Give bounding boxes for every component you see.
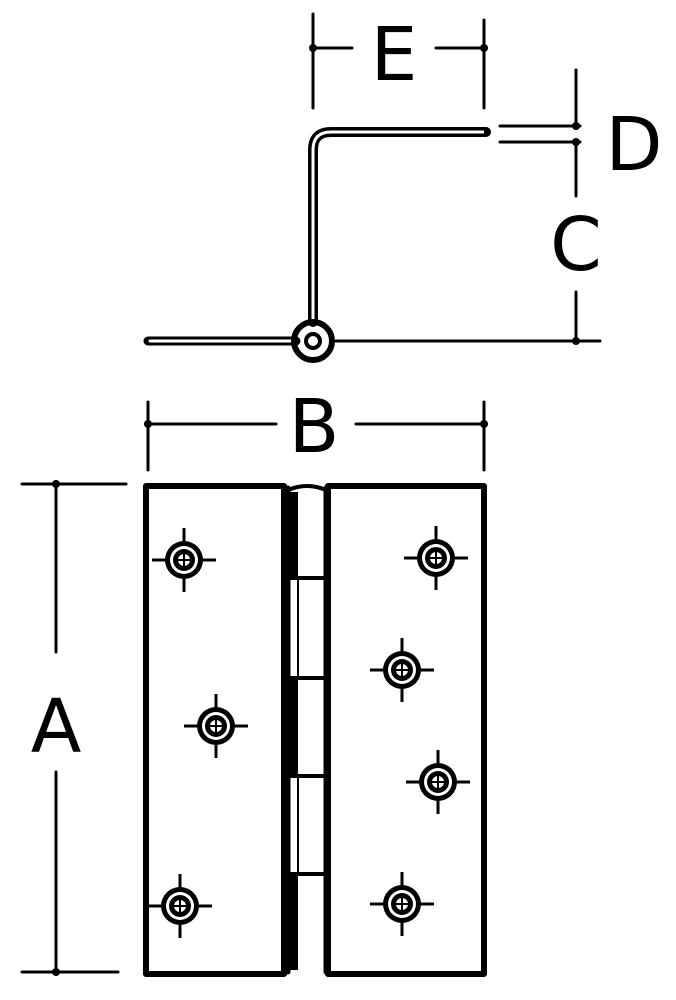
dimension-b-tick-left [144, 420, 152, 428]
dimension-b-tick-right [480, 420, 488, 428]
screw-hole-right-7 [370, 872, 434, 936]
screw-hole-left-2 [184, 694, 248, 758]
screw-hole-right-6 [406, 750, 470, 814]
screw-hole-right-5 [370, 638, 434, 702]
dimension-e-tick-right [480, 44, 488, 52]
knuckle-shade-1 [289, 492, 298, 576]
screw-hole-left-1 [152, 528, 216, 592]
dimension-e-tick-left [309, 44, 317, 52]
dimension-label-d: D [606, 102, 663, 188]
dimension-e: E [309, 12, 488, 110]
screw-hole-left-3 [148, 874, 212, 938]
end-view-knuckle-pin [304, 332, 322, 350]
dimension-c: C [334, 140, 602, 345]
end-view-right-leaf-inner [311, 130, 484, 322]
dimension-label-b: B [289, 384, 340, 470]
knuckle-shade-2 [289, 680, 298, 774]
dimension-a: A [20, 480, 128, 976]
end-view-knuckle [291, 319, 335, 363]
screw-holes [148, 526, 470, 938]
dimension-c-tick-bottom [572, 337, 580, 345]
knuckle-shade-3 [289, 876, 298, 970]
dimension-label-c: C [550, 202, 602, 288]
knuckle-top-cap [286, 484, 328, 492]
screw-hole-right-4 [404, 526, 468, 590]
dimension-label-e: E [371, 12, 418, 98]
hinge-end-view [143, 127, 491, 363]
hinge-front-view [143, 483, 487, 977]
knuckle-column [285, 484, 329, 975]
dimension-label-a: A [31, 684, 82, 770]
dimension-a-tick-top [52, 480, 60, 488]
dimension-d-tick-top [572, 122, 580, 130]
dimension-d: D [498, 68, 663, 188]
dimension-a-tick-bottom [52, 968, 60, 976]
left-leaf [143, 483, 287, 977]
dimension-b: B [144, 384, 488, 472]
